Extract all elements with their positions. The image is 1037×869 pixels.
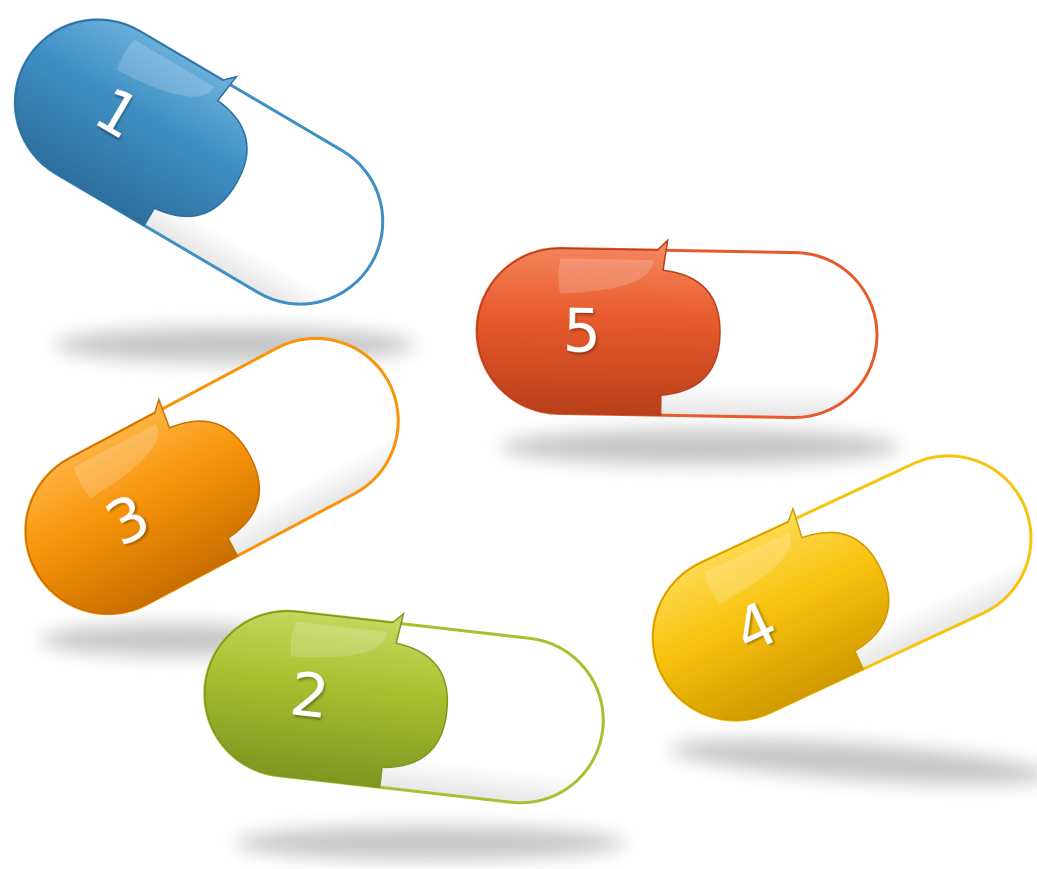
pill-shadow: [235, 826, 625, 860]
pill-shadow: [500, 429, 900, 465]
pill-number-label: 2: [287, 659, 333, 733]
pill-2: 2: [196, 592, 613, 811]
pill-1: 1: [0, 0, 418, 335]
pill-shadow: [669, 731, 1037, 793]
pill-number-label: 5: [562, 296, 601, 367]
pill-4: 4: [622, 420, 1037, 748]
pill-5: 5: [476, 237, 879, 419]
